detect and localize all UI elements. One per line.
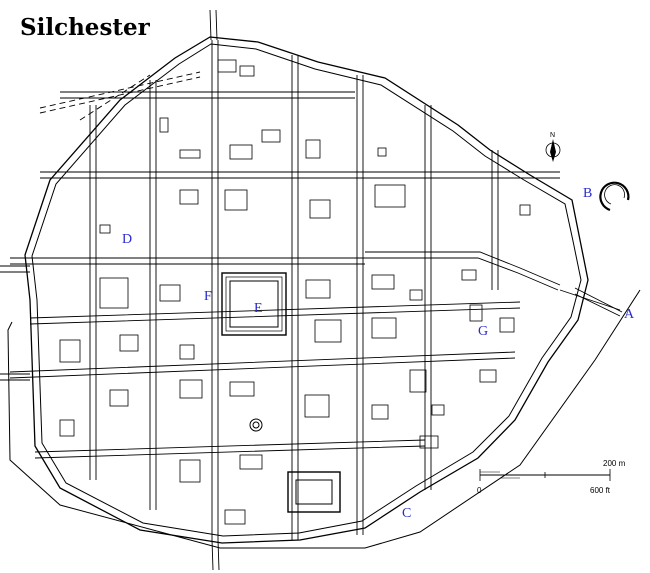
amphitheatre — [599, 181, 630, 212]
city-wall — [24, 36, 589, 544]
label-d: D — [122, 232, 132, 247]
map-title: Silchester — [20, 14, 151, 41]
scale-metric-label: 200 m — [603, 459, 626, 468]
scale-imperial-label: 600 ft — [590, 486, 611, 495]
label-a-leader — [559, 289, 621, 311]
label-f: F — [204, 289, 212, 304]
circular-temple — [249, 418, 263, 432]
label-g: G — [478, 324, 488, 339]
courtyard-building — [287, 471, 341, 513]
label-a: A — [624, 307, 635, 322]
street-grid — [0, 9, 623, 571]
compass-rose: N — [545, 132, 561, 162]
outer-earthwork — [7, 289, 641, 549]
forum-basilica — [221, 272, 287, 336]
scale-bar — [479, 469, 611, 481]
scale-zero-label: 0 — [477, 486, 482, 495]
building-remains — [59, 59, 531, 525]
label-c: C — [402, 506, 411, 521]
label-e: E — [254, 301, 263, 316]
compass-north-label: N — [550, 132, 555, 139]
label-b: B — [583, 186, 592, 201]
